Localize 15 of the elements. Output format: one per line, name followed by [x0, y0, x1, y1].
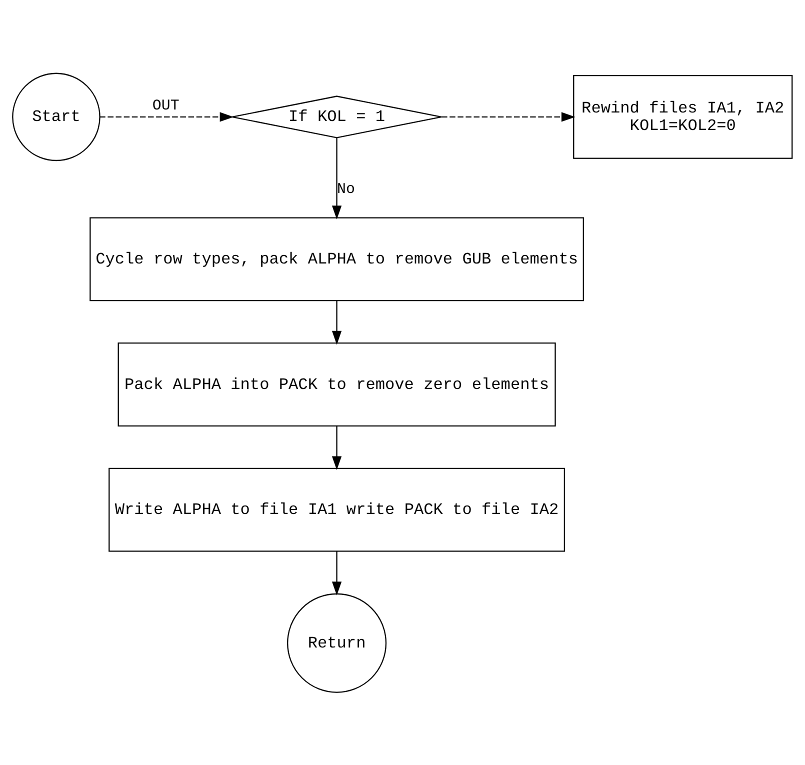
node-box: Cycle row types, pack ALPHA to remove GUB elements — [90, 216, 584, 301]
arrow — [442, 112, 576, 122]
node-diamond: If KOL = 1 — [232, 95, 442, 138]
arrow — [332, 300, 342, 344]
arrow — [332, 425, 342, 470]
arrow — [100, 112, 234, 122]
arrow — [332, 550, 342, 595]
node-box: Rewind files IA1, IA2 KOL1=KOL2=0 — [573, 74, 793, 158]
node-circle: Start — [12, 72, 100, 161]
node-circle: Return — [287, 592, 387, 692]
arrow — [332, 137, 342, 219]
node-box: Pack ALPHA into PACK to remove zero elements — [118, 342, 556, 426]
edge-label: No — [337, 181, 355, 198]
edge-label: OUT — [152, 98, 180, 114]
node-box: Write ALPHA to file IA1 write PACK to file IA2 — [108, 467, 566, 552]
